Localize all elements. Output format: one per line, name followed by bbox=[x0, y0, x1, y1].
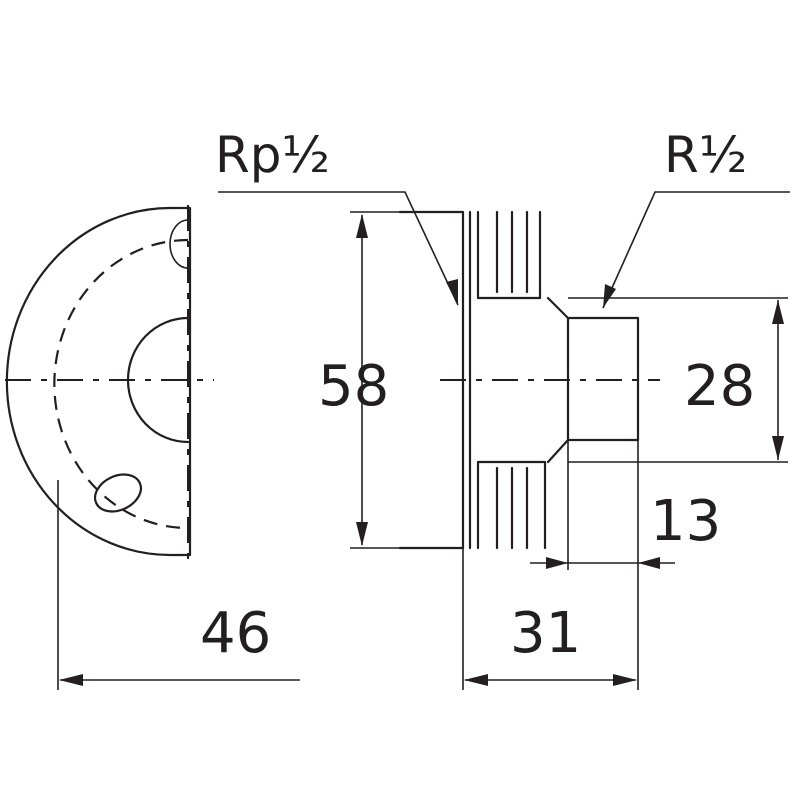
flange-top-screw-hole bbox=[169, 219, 189, 269]
upper-fins-outline bbox=[476, 210, 542, 300]
thread-length-value: 13 bbox=[650, 489, 721, 554]
body-arrow-right bbox=[613, 674, 637, 686]
flange-inner-hidden-arc bbox=[53, 238, 189, 530]
dimension-outlet-diameter: 28 bbox=[600, 297, 788, 463]
dimension-body-length: 31 bbox=[462, 548, 639, 690]
flange-arrow-left bbox=[59, 674, 83, 686]
height-value: 58 bbox=[318, 354, 389, 419]
outlet-leader-arrowhead bbox=[603, 284, 616, 308]
outlet-thread-leader bbox=[602, 191, 790, 309]
inlet-thread-label: Rp½ bbox=[215, 126, 330, 184]
outlet-arrow-top bbox=[772, 300, 784, 324]
flange-outer-outline bbox=[5, 206, 192, 557]
flange-bottom-screw-hole bbox=[93, 473, 143, 513]
body-length-value: 31 bbox=[510, 601, 581, 666]
body-arrow-left bbox=[464, 674, 488, 686]
dimension-thread-length: 13 bbox=[530, 440, 721, 570]
thread-arrow-right bbox=[638, 557, 660, 569]
outlet-thread-callout: R½ bbox=[602, 126, 790, 309]
dimension-flange-width: 46 bbox=[57, 480, 300, 690]
flange-width-value: 46 bbox=[200, 601, 271, 666]
height-arrow-bottom bbox=[356, 522, 368, 546]
flange-front-view bbox=[5, 205, 214, 560]
outlet-arrow-bottom bbox=[772, 436, 784, 460]
height-arrow-top bbox=[356, 214, 368, 238]
lower-fins-outline bbox=[476, 460, 547, 550]
fitting-side-view bbox=[398, 210, 660, 550]
outlet-thread-label: R½ bbox=[664, 126, 747, 184]
dimension-height: 58 bbox=[318, 211, 400, 549]
outlet-diameter-value: 28 bbox=[684, 354, 755, 419]
inlet-thread-leader bbox=[218, 191, 459, 306]
inlet-leader-arrowhead bbox=[446, 279, 458, 305]
inlet-thread-callout: Rp½ bbox=[215, 126, 459, 306]
thread-arrow-left bbox=[546, 557, 568, 569]
